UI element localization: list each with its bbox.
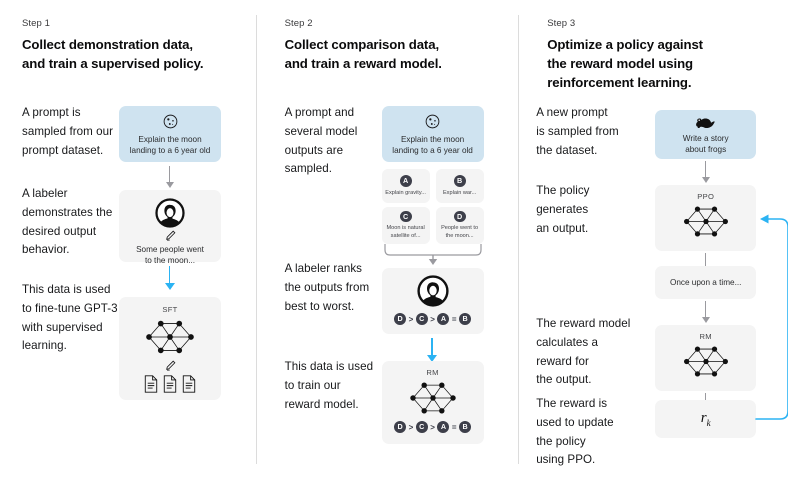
rm-rank-badge-4: B — [459, 421, 472, 433]
step-3-paragraph-2: The policy generates an output. — [536, 184, 590, 235]
badge-a: A — [399, 174, 412, 187]
rank-badge-2: C — [415, 313, 428, 325]
step-3-rm-card[interactable]: RM — [655, 325, 757, 391]
step-3-arrow-1 — [701, 161, 710, 183]
labeler-ranking-row: D > C > A = B — [382, 313, 484, 325]
output-a-text: Explain gravity... — [385, 189, 426, 196]
step-3-title: Optimize a policy against the reward mod… — [547, 36, 788, 92]
rm-label: RM — [699, 332, 712, 341]
neural-network-icon — [119, 316, 221, 358]
rank-op-1: > — [408, 314, 414, 324]
step-2-paragraph-2: A labeler ranks the outputs from best to… — [284, 262, 370, 313]
labeler-avatar-icon — [382, 275, 484, 307]
rm-rank-op-2: > — [430, 422, 435, 432]
step-1-label: Step 1 — [22, 18, 51, 29]
column-divider-1 — [256, 15, 257, 464]
rank-op-2: > — [430, 314, 435, 324]
neural-network-icon — [382, 378, 484, 418]
output-card-b[interactable]: B Explain war... — [435, 169, 484, 203]
step-2-title-line-2: and train a reward model. — [284, 56, 442, 72]
step-2-merge-bracket — [383, 244, 482, 265]
rm-rank-badge-1: D — [394, 421, 407, 433]
step-2-title-line-1: Collect comparison data, — [284, 37, 440, 53]
output-card-c[interactable]: C Moon is natural satellite of... — [381, 207, 430, 244]
step-2-paragraph-1: A prompt and several model outputs are s… — [284, 106, 358, 176]
output-card-a[interactable]: A Explain gravity... — [381, 169, 430, 203]
step-3-arrow-3 — [701, 301, 710, 323]
step-3-title-line-2: the reward model using — [547, 56, 694, 72]
step-3-output-caption: Once upon a time... — [669, 277, 742, 287]
rm-rank-op-1: > — [408, 422, 414, 432]
badge-d: D — [453, 211, 466, 223]
step-3-paragraph-3: The reward model calculates a reward for… — [536, 317, 631, 387]
step-1-prompt-caption: Explain the moon landing to a 6 year old — [129, 135, 211, 156]
step-3-title-line-1: Optimize a policy against — [547, 37, 703, 53]
neural-network-icon — [655, 342, 756, 381]
rm-rank-op-3: = — [451, 422, 457, 432]
rank-op-3: = — [451, 314, 457, 324]
column-divider-2 — [518, 15, 519, 464]
step-3-prompt-card[interactable]: Write a story about frogs — [655, 110, 757, 159]
neural-network-icon — [655, 202, 756, 241]
step-3-title-line-3: reinforcement learning. — [547, 74, 692, 90]
step-1-labeler-card[interactable]: Some people went to the moon... — [119, 190, 221, 265]
step-3-ppo-card[interactable]: PPO — [655, 185, 757, 251]
step-2-title: Collect comparison data, and train a rew… — [285, 36, 526, 73]
badge-c: C — [399, 211, 412, 223]
step-1-paragraph-1: A prompt is sampled from our prompt data… — [22, 106, 114, 157]
step-2-column: Step 2 Collect comparison data, and trai… — [263, 0, 526, 479]
step-2-paragraph-3: This data is used to train our reward mo… — [284, 360, 374, 411]
step-3-column: Step 3 Optimize a policy against the rew… — [525, 0, 788, 479]
step-1-prompt-card[interactable]: Explain the moon landing to a 6 year old — [119, 106, 221, 162]
step-3-label: Step 3 — [547, 18, 576, 29]
rm-label: RM — [426, 368, 439, 377]
step-1-paragraph-2: A labeler demonstrates the desired outpu… — [22, 187, 113, 257]
step-1-title-line-2: and train a supervised policy. — [22, 56, 204, 72]
output-card-d[interactable]: D People went to the moon... — [435, 207, 484, 244]
step-2-labeler-card[interactable]: D > C > A = B — [381, 268, 484, 334]
step-2-rm-card[interactable]: RM D > C > A — [381, 361, 484, 444]
step-1-sft-card[interactable]: SFT — [119, 297, 221, 400]
rm-ranking-row: D > C > A = B — [382, 421, 484, 433]
step-3-output-card[interactable]: Once upon a time... — [655, 266, 757, 299]
ppo-label: PPO — [697, 192, 715, 201]
moon-icon — [119, 113, 221, 130]
rm-rank-badge-2: C — [415, 421, 428, 433]
feedback-loop-arrow — [755, 214, 788, 420]
badge-b: B — [453, 174, 466, 187]
output-b-text: Explain war... — [442, 189, 477, 196]
pencil-icon — [119, 229, 221, 242]
step-1-column: Step 1 Collect demonstration data, and t… — [0, 0, 263, 479]
step-1-arrow-1 — [165, 166, 174, 188]
rank-badge-1: D — [394, 313, 407, 325]
step-3-reward-card[interactable]: rk — [655, 400, 757, 438]
step-1-title-line-1: Collect demonstration data, — [22, 37, 193, 53]
step-1-arrow-2 — [164, 266, 175, 290]
rank-badge-3: A — [437, 313, 450, 325]
output-c-text: Moon is natural satellite of... — [386, 225, 425, 239]
rank-badge-4: B — [459, 313, 472, 325]
sft-label: SFT — [162, 305, 178, 314]
rm-rank-badge-3: A — [437, 421, 450, 433]
step-1-title: Collect demonstration data, and train a … — [22, 36, 263, 73]
step-3-paragraph-4: The reward is used to update the policy … — [536, 397, 614, 467]
step-2-prompt-caption: Explain the moon landing to a 6 year old — [392, 135, 473, 156]
labeler-avatar-icon — [119, 198, 221, 228]
output-d-text: People went to the moon... — [441, 225, 479, 239]
step-2-prompt-card[interactable]: Explain the moon landing to a 6 year old — [381, 106, 484, 162]
step-3-paragraph-1: A new prompt is sampled from the dataset… — [536, 106, 619, 157]
step-1-labeler-caption: Some people went to the moon... — [136, 245, 204, 266]
step-2-arrow-blue — [427, 338, 438, 362]
step-2-label: Step 2 — [284, 18, 313, 29]
frog-icon — [655, 116, 756, 130]
reward-symbol: rk — [700, 410, 711, 428]
pencil-icon — [119, 359, 221, 372]
step-3-prompt-caption: Write a story about frogs — [682, 134, 729, 155]
step-1-paragraph-3: This data is used to fine-tune GPT-3 wit… — [22, 283, 118, 353]
moon-icon — [382, 113, 484, 130]
documents-icon — [119, 375, 221, 393]
